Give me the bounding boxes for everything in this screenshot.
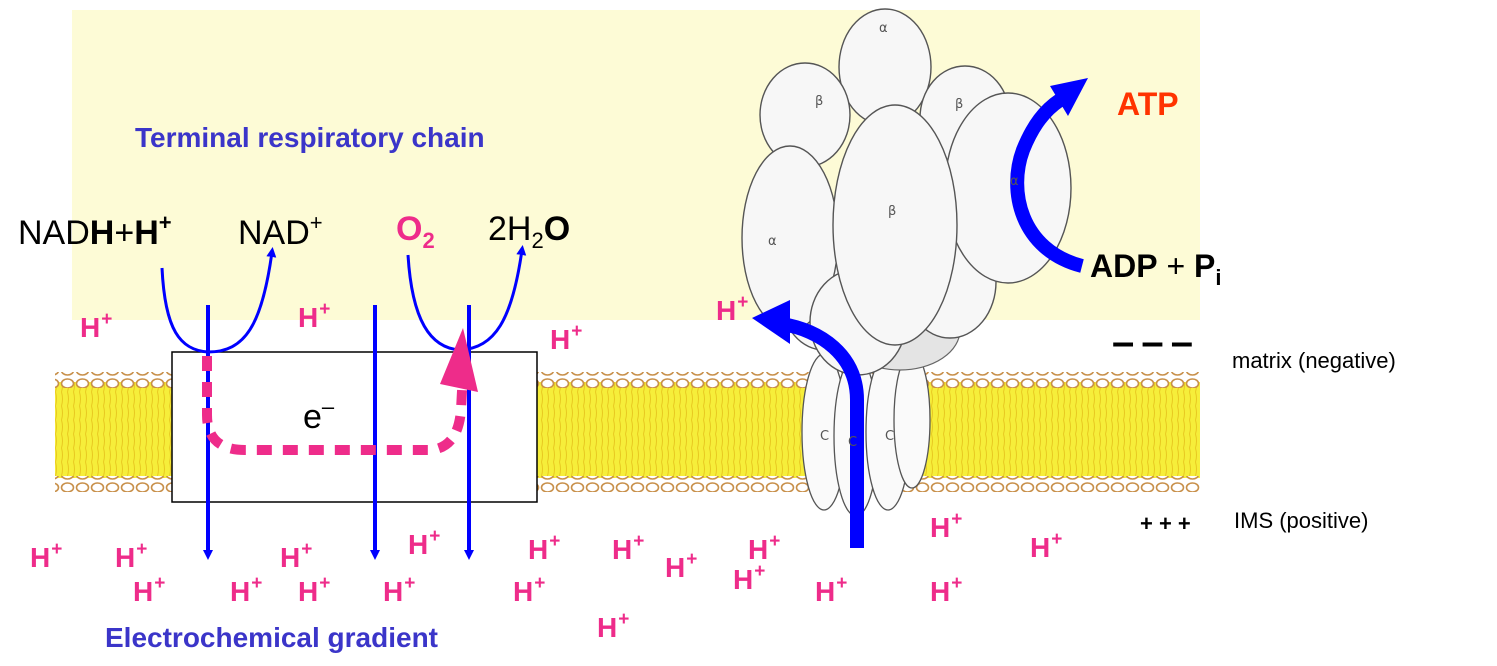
atp-formation-arrow — [1010, 94, 1085, 273]
proton: H+ — [930, 509, 963, 543]
proton: H+ — [133, 573, 166, 607]
svg-text:β: β — [815, 94, 823, 109]
proton-pump-arrows — [203, 305, 474, 560]
proton: H+ — [513, 573, 546, 607]
proton: H+ — [298, 573, 331, 607]
svg-text:C: C — [848, 435, 857, 450]
proton: H+ — [280, 539, 313, 573]
electron-path — [202, 356, 468, 455]
svg-text:α: α — [768, 234, 777, 249]
respiratory-complex-box — [171, 351, 538, 503]
proton: H+ — [80, 309, 113, 343]
oxygen-label: O2 — [396, 210, 435, 253]
svg-text:β: β — [955, 97, 963, 112]
atp-formation-arrowhead — [1050, 78, 1088, 116]
proton: H+ — [930, 573, 963, 607]
minus-signs: – – – — [1112, 320, 1193, 364]
matrix-label: matrix (negative) — [1232, 348, 1396, 373]
proton-flow-arrowhead — [752, 300, 790, 344]
nadh-label: NADH+H+ — [18, 210, 172, 252]
svg-text:β: β — [888, 204, 896, 219]
proton: H+ — [612, 531, 645, 565]
water-label: 2H2O — [488, 210, 571, 253]
proton: H+ — [30, 539, 63, 573]
proton: H+ — [748, 531, 781, 565]
proton: H+ — [550, 321, 583, 355]
proton: H+ — [1030, 529, 1063, 563]
gradient-title: Electrochemical gradient — [105, 622, 439, 653]
proton: H+ — [115, 539, 148, 573]
plus-signs: + + + — [1140, 511, 1191, 536]
proton: H+ — [528, 531, 561, 565]
electron-arrowhead — [440, 328, 478, 392]
chain-title: Terminal respiratory chain — [135, 122, 485, 153]
svg-text:α: α — [879, 21, 888, 36]
proton-flow-arrow — [780, 317, 864, 548]
svg-text:C: C — [820, 429, 829, 444]
svg-text:C: C — [885, 429, 894, 444]
svg-text:α: α — [1010, 174, 1019, 189]
adp-pi-label: ADP + Pi — [1090, 248, 1222, 290]
proton: H+ — [383, 573, 416, 607]
proton: H+ — [298, 299, 331, 333]
atp-label: ATP — [1117, 86, 1179, 122]
ims-label: IMS (positive) — [1234, 508, 1369, 533]
proton: H+ — [733, 561, 766, 595]
electron-label: e– — [303, 394, 335, 436]
nad-plus-label: NAD+ — [238, 210, 323, 252]
proton: H+ — [408, 526, 441, 560]
subunit-letters: α β β α β α C C C — [768, 21, 1019, 450]
proton: H+ — [716, 292, 749, 326]
proton: H+ — [597, 609, 630, 643]
atp-synthase — [741, 8, 1072, 517]
proton: H+ — [230, 573, 263, 607]
proton: H+ — [665, 549, 698, 583]
proton: H+ — [815, 573, 848, 607]
